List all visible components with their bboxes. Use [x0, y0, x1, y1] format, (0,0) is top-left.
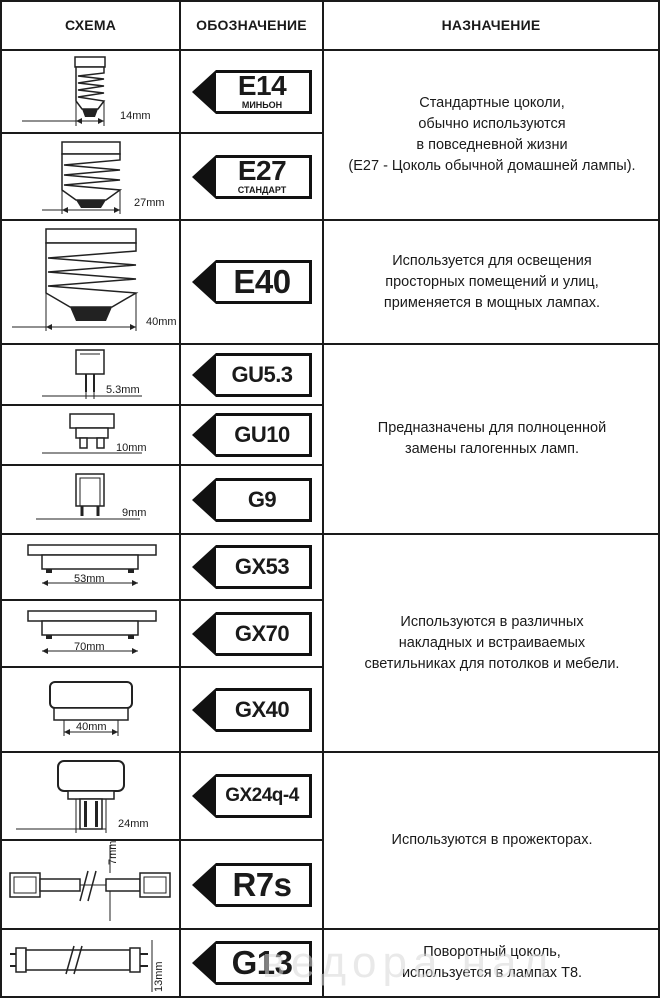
purpose-halogen-replacement: Предназначены для полноценной замены гал…	[377, 420, 607, 457]
header-schema: СХЕМА	[64, 17, 117, 33]
schema-gx40: 40mm	[2, 668, 179, 751]
designation-e27: E27 СТАНДАРТ	[181, 134, 322, 219]
schema-e14: 14mm	[2, 51, 179, 132]
schema-e27: 27mm	[2, 134, 179, 219]
dim-label-gx40: 40mm	[76, 721, 107, 733]
designation-g13: G13	[181, 930, 322, 996]
arrow-left-icon	[191, 611, 216, 656]
designation-e14: E14 МИНЬОН	[181, 51, 322, 132]
badge-e40: E40	[191, 260, 312, 304]
dim-label-gu53: 5.3mm	[106, 384, 140, 396]
badge-r7s: R7s	[191, 862, 312, 907]
code-gx24q4: GX24q-4	[225, 785, 299, 806]
designation-gu53: GU5.3	[181, 345, 322, 404]
purpose-ceiling-fixtures: Используются в различных накладных и вст…	[364, 613, 620, 672]
badge-e14: E14 МИНЬОН	[191, 69, 312, 114]
code-gu10: GU10	[234, 422, 290, 447]
dim-label-e27: 27mm	[134, 197, 165, 209]
badge-gu10: GU10	[191, 413, 312, 457]
designation-gx53: GX53	[181, 535, 322, 599]
schema-gu53: 5.3mm	[2, 345, 179, 404]
designation-e40: E40	[181, 221, 322, 343]
schema-gx24q4: 24mm	[2, 753, 179, 839]
code-e40: E40	[233, 263, 291, 300]
dim-label-e40: 40mm	[146, 316, 177, 328]
dim-label-gu10: 10mm	[116, 442, 147, 454]
dim-label-e14: 14mm	[120, 110, 151, 122]
arrow-left-icon	[191, 941, 216, 985]
purpose-e40: Используется для освещения просторных по…	[383, 252, 601, 311]
arrow-left-icon	[191, 477, 216, 522]
dim-label-gx53: 53mm	[74, 573, 105, 585]
schema-gx53: 53mm	[2, 535, 179, 599]
schema-e40: 40mm	[2, 221, 179, 343]
badge-gu53: GU5.3	[191, 352, 312, 397]
code-gx70: GX70	[234, 620, 290, 646]
badge-gx40: GX40	[191, 687, 312, 732]
subtitle-e27: СТАНДАРТ	[237, 185, 287, 195]
code-r7s: R7s	[232, 865, 292, 903]
schema-gu10: 10mm	[2, 406, 179, 464]
code-e14: E14	[237, 70, 287, 101]
code-g9: G9	[247, 486, 277, 512]
designation-gx70: GX70	[181, 601, 322, 666]
designation-g9: G9	[181, 466, 322, 533]
designation-gx40: GX40	[181, 668, 322, 751]
dim-label-g13: 13mm	[153, 961, 165, 992]
arrow-left-icon	[191, 774, 216, 818]
arrow-left-icon	[191, 352, 216, 397]
arrow-left-icon	[191, 687, 216, 732]
arrow-left-icon	[191, 154, 216, 199]
code-g13: G13	[231, 944, 293, 981]
purpose-standard-bases: Стандартные цоколи, обычно используются …	[348, 95, 636, 174]
arrow-left-icon	[191, 260, 216, 304]
schema-g9: 9mm	[2, 466, 179, 533]
schema-g13: 13mm	[2, 930, 179, 996]
code-e27: E27	[237, 155, 287, 186]
arrow-left-icon	[191, 69, 216, 114]
watermark: ведора нал	[262, 938, 555, 987]
dim-label-gx70: 70mm	[74, 641, 105, 653]
dim-label-r7s: 7mm	[107, 841, 119, 865]
code-gx53: GX53	[234, 554, 290, 579]
schema-r7s: 7mm	[2, 841, 179, 928]
designation-gx24q4: GX24q-4	[181, 753, 322, 839]
badge-gx24q4: GX24q-4	[191, 774, 312, 818]
dim-label-gx24q4: 24mm	[118, 818, 149, 830]
code-gx40: GX40	[234, 696, 290, 722]
schema-gx70: 70mm	[2, 601, 179, 666]
code-gu53: GU5.3	[231, 361, 293, 387]
subtitle-e14: МИНЬОН	[241, 100, 283, 110]
arrow-left-icon	[191, 862, 216, 907]
arrow-left-icon	[191, 413, 216, 457]
badge-gx70: GX70	[191, 611, 312, 656]
badge-e27: E27 СТАНДАРТ	[191, 154, 312, 199]
purpose-floodlights: Используются в прожекторах.	[391, 832, 593, 848]
header-purpose: НАЗНАЧЕНИЕ	[441, 17, 541, 33]
badge-g13: G13	[191, 941, 312, 985]
dim-label-g9: 9mm	[122, 507, 146, 519]
designation-gu10: GU10	[181, 406, 322, 464]
header-designation: ОБОЗНАЧЕНИЕ	[196, 17, 307, 33]
designation-r7s: R7s	[181, 841, 322, 928]
badge-g9: G9	[191, 477, 312, 522]
arrow-left-icon	[191, 545, 216, 589]
purpose-g13: Поворотный цоколь, используется в лампах…	[401, 944, 583, 981]
badge-gx53: GX53	[191, 545, 312, 589]
